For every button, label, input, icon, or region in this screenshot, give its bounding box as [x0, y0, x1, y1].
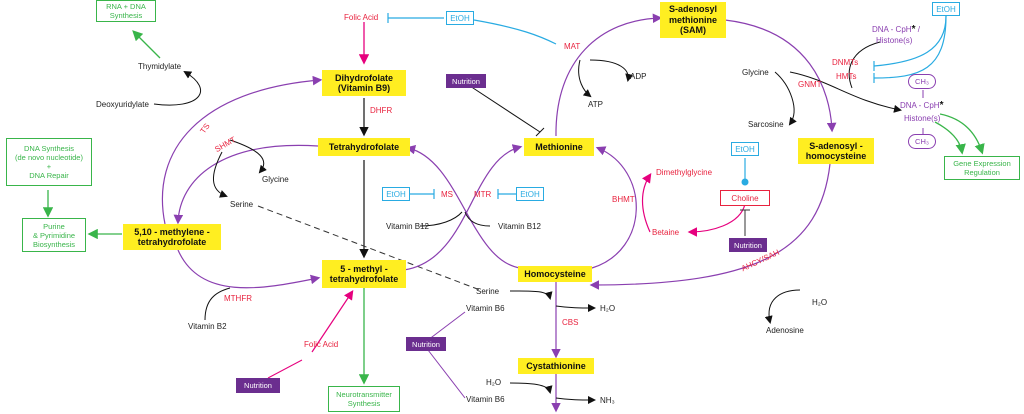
cystathionine-box: Cystathionine [518, 358, 594, 374]
deoxyuridylate-label: Deoxyuridylate [96, 100, 149, 109]
vitamin-b6-top-label: Vitamin B6 [466, 304, 505, 313]
gene-expression-label: Gene Expression Regulation [953, 159, 1011, 177]
methyl-thf-label: 5 - methyl - tetrahydrofolate [329, 263, 399, 284]
dna-cph-top-label: DNA - CpH* / [872, 24, 920, 36]
folic-acid-bottom-label: Folic Acid [304, 340, 339, 349]
h2o-right-label: H₂O [600, 304, 616, 313]
sah-label: S-adenosyl - homocysteine [805, 140, 867, 161]
enzyme-gnmt: GNMT [798, 80, 822, 89]
enzyme-bhmt: BHMT [612, 195, 635, 204]
nh3-label: NH₃ [600, 396, 615, 405]
enzyme-ms: MS [441, 190, 453, 199]
vitamin-b2-label: Vitamin B2 [188, 322, 227, 331]
methyl-thf-box: 5 - methyl - tetrahydrofolate [322, 260, 406, 288]
sam-label: S-adenosyl methionine (SAM) [668, 4, 717, 36]
enzyme-dnmts: DNMTs [832, 58, 859, 67]
rna-dna-synthesis-label: RNA + DNA Synthesis [106, 2, 146, 20]
histones-top-label: Histone(s) [876, 36, 913, 45]
dihydrofolate-label: Dihydrofolate (Vitamin B9) [334, 72, 393, 93]
ch3-oval-bottom: CH₃ [908, 134, 936, 149]
dna-synthesis-repair-label: DNA Synthesis (de novo nucleotide) + DNA… [15, 144, 83, 180]
slash-top: / [917, 25, 920, 34]
adp-label: ADP [630, 72, 647, 81]
tetrahydrofolate-box: Tetrahydrofolate [318, 138, 410, 156]
neurotransmitter-synthesis-box: Neurotransmitter Synthesis [328, 386, 400, 412]
homocysteine-label: Homocysteine [524, 268, 586, 279]
methylene-thf-label: 5,10 - methylene - tetrahydrofolate [134, 226, 210, 247]
dna-cph-bottom-text: DNA - CpH [900, 101, 940, 110]
enzyme-mthfr: MTHFR [224, 294, 252, 303]
etoh-box-ms: EtOH [382, 187, 410, 201]
ch3-oval-top: CH₃ [908, 74, 936, 89]
sam-box: S-adenosyl methionine (SAM) [660, 2, 726, 38]
neurotransmitter-synthesis-label: Neurotransmitter Synthesis [336, 390, 392, 408]
purine-pyrimidine-box: Purine & Pyrimidine Biosynthesis [22, 218, 86, 252]
choline-box: Choline [720, 190, 770, 206]
glycine-right-label: Glycine [742, 68, 769, 77]
tetrahydrofolate-label: Tetrahydrofolate [328, 141, 400, 152]
rna-dna-synthesis-box: RNA + DNA Synthesis [96, 0, 156, 22]
sarcosine-label: Sarcosine [748, 120, 784, 129]
dihydrofolate-box: Dihydrofolate (Vitamin B9) [322, 70, 406, 96]
etoh-box-mtr: EtOH [516, 187, 544, 201]
methionine-label: Methionine [535, 141, 583, 152]
cystathionine-label: Cystathionine [526, 360, 586, 371]
h2o-bottom-label: H₂O [486, 378, 502, 387]
glycine-left-label: Glycine [262, 175, 289, 184]
nutrition-box-choline: Nutrition [729, 238, 767, 252]
serine-mid-label: Serine [476, 287, 500, 296]
atp-label: ATP [588, 100, 603, 109]
dna-cph-bottom-label: DNA - CpH* [900, 100, 943, 112]
homocysteine-box: Homocysteine [518, 266, 592, 282]
etoh-box-dnmt: EtOH [932, 2, 960, 16]
adenosine-label: Adenosine [766, 326, 804, 335]
nutrition-box-methionine: Nutrition [446, 74, 486, 88]
enzyme-cbs: CBS [562, 318, 579, 327]
nutrition-box-folic: Nutrition [236, 378, 280, 393]
histones-bottom-label: Histone(s) [904, 114, 941, 123]
star-bottom: * [939, 100, 944, 111]
enzyme-mtr: MTR [474, 190, 492, 199]
vitamin-b12-right-label: Vitamin B12 [498, 222, 541, 231]
thymidylate-label: Thymidylate [138, 62, 182, 71]
enzyme-dhfr: DHFR [370, 106, 393, 115]
h2o-ahcy-label: H₂O [812, 298, 828, 307]
nutrition-box-b6: Nutrition [406, 337, 446, 351]
methionine-box: Methionine [524, 138, 594, 156]
etoh-box-top: EtOH [446, 11, 474, 25]
folic-acid-top-label: Folic Acid [344, 13, 379, 22]
methylene-thf-box: 5,10 - methylene - tetrahydrofolate [123, 224, 221, 250]
purine-pyrimidine-label: Purine & Pyrimidine Biosynthesis [32, 221, 76, 249]
gene-expression-box: Gene Expression Regulation [944, 156, 1020, 180]
dimethylglycine-label: Dimethylglycine [656, 168, 713, 177]
sah-box: S-adenosyl - homocysteine [798, 138, 874, 164]
betaine-label: Betaine [652, 228, 680, 237]
star-top: * [911, 24, 916, 35]
vitamin-b6-bottom-label: Vitamin B6 [466, 395, 505, 404]
vitamin-b12-left-label: Vitamin B12 [386, 222, 429, 231]
enzyme-hmts: HMTs [836, 72, 857, 81]
dna-synthesis-repair-box: DNA Synthesis (de novo nucleotide) + DNA… [6, 138, 92, 186]
enzyme-mat: MAT [564, 42, 581, 51]
serine-left-label: Serine [230, 200, 254, 209]
dna-cph-top-text: DNA - CpH [872, 25, 912, 34]
etoh-box-choline: EtOH [731, 142, 759, 156]
